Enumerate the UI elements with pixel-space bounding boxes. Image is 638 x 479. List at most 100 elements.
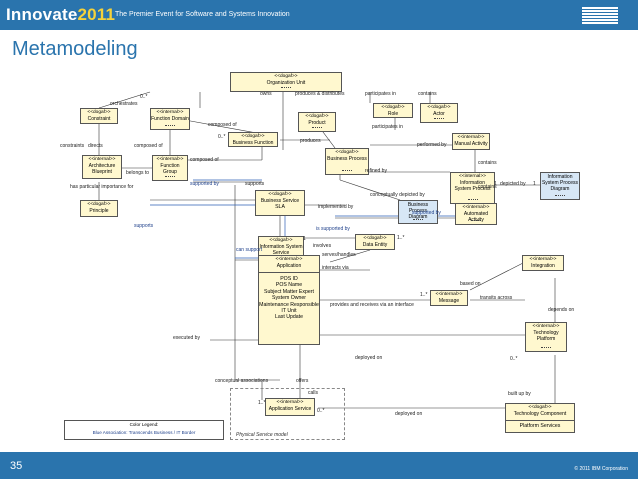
rel-label: orchestrates xyxy=(110,101,138,107)
rel-label: supported by xyxy=(412,210,441,216)
box-function-group[interactable]: <<internal>> Function Group xyxy=(152,155,188,181)
compartment-icon xyxy=(165,125,175,128)
stereotype-label: <<dogaf>> xyxy=(269,238,293,243)
rel-label: composed of xyxy=(208,122,237,128)
stereotype-label: <<internal>> xyxy=(276,400,304,405)
box-name: Business Function xyxy=(232,140,274,146)
box-integration[interactable]: <<internal>> Integration xyxy=(522,255,564,271)
compartment-icon xyxy=(555,195,565,198)
box-name: Organization Unit xyxy=(266,80,306,86)
box-name: Role xyxy=(387,111,399,117)
box-message[interactable]: <<internal>> Message xyxy=(430,290,468,306)
box-attribute: SLA xyxy=(275,204,285,210)
stereotype-label: <<internal>> xyxy=(459,174,486,179)
box-information-system-process[interactable]: <<internal>> Information System Process xyxy=(450,172,495,204)
box-technology-component[interactable]: <<dogaf>> Technology Component Platform … xyxy=(505,403,575,433)
stereotype-label: <<internal>> xyxy=(156,157,184,162)
rel-label: 0..* xyxy=(140,94,148,100)
rel-label: implemented by xyxy=(318,204,354,210)
compartment-icon xyxy=(471,220,481,223)
stereotype-label: <<dogaf>> xyxy=(87,202,111,207)
compartment-icon xyxy=(434,118,444,121)
box-principle[interactable]: <<dogaf>> Principle xyxy=(80,200,118,217)
box-name: Business Process xyxy=(327,156,367,162)
box-name: Information System Process xyxy=(454,180,491,192)
rel-label: contains xyxy=(478,184,497,190)
box-information-system-process-diagram[interactable]: Information System Process Diagram xyxy=(540,172,580,200)
rel-label: transits across xyxy=(480,295,513,301)
rel-label: participates in xyxy=(365,91,396,97)
stereotype-label: <<internal>> xyxy=(457,135,485,140)
compartment-icon xyxy=(281,87,291,90)
box-business-service[interactable]: <<dogaf>> Business Service SLA xyxy=(255,190,305,216)
rel-label: supports xyxy=(134,223,154,229)
rel-label: deployed on xyxy=(355,355,383,361)
box-name: Function Domain xyxy=(151,116,189,122)
rel-label: produces & distributes xyxy=(295,91,345,97)
compartment-icon xyxy=(467,199,478,202)
box-actor[interactable]: <<dogaf>> Actor xyxy=(420,103,458,123)
box-business-function[interactable]: <<dogaf>> Business Function xyxy=(228,132,278,147)
box-function-domain[interactable]: <<internal>> Function Domain xyxy=(150,108,190,130)
stereotype-label: <<internal>> xyxy=(532,324,560,329)
box-role[interactable]: <<dogaf>> Role xyxy=(373,103,413,118)
rel-label: involves xyxy=(313,243,332,249)
footer-bar: 35 © 2011 IBM Corporation xyxy=(0,452,638,479)
box-automated-activity[interactable]: <<internal>> Automated Activity xyxy=(455,203,497,225)
compartment-icon xyxy=(342,170,352,173)
box-name: Information System Process Diagram xyxy=(541,174,579,192)
rel-label: contains xyxy=(478,160,497,166)
rel-label: offers xyxy=(296,378,309,384)
attr-maintenance: Maintenance Responsible xyxy=(259,301,319,308)
compartment-icon xyxy=(312,127,322,130)
rel-label: composed of xyxy=(190,157,219,163)
box-business-process[interactable]: <<dogaf>> Business Process xyxy=(325,148,369,175)
attr-pos-id: POS ID xyxy=(280,276,298,282)
box-application-service[interactable]: <<internal>> Application Service xyxy=(265,398,315,416)
rel-label: serves/handles xyxy=(322,252,356,258)
attr-last-update: Last Update xyxy=(275,314,303,321)
box-information-system-service[interactable]: <<dogaf>> Information System Service xyxy=(258,236,304,258)
rel-label: 1..* xyxy=(258,400,266,406)
box-name: Business Process Diagram xyxy=(407,202,429,220)
stereotype-label: <<internal>> xyxy=(156,110,184,115)
rel-label: produces xyxy=(300,138,321,144)
legend-title: Color Legend: xyxy=(129,422,159,427)
rel-label: supported by xyxy=(190,181,219,187)
stereotype-label: <<internal>> xyxy=(435,292,463,297)
box-name: Manual Activity xyxy=(454,141,488,147)
stereotype-label: <<dogaf>> xyxy=(363,236,387,241)
box-business-process-diagram[interactable]: Business Process Diagram xyxy=(398,200,438,224)
rel-label: owns xyxy=(260,91,272,97)
box-name: Integration xyxy=(531,263,555,269)
rel-label: provides and receives via an interface xyxy=(330,302,414,308)
rel-label: depends on xyxy=(548,307,575,313)
box-application[interactable]: <<internal>> Application POS ID POS Name… xyxy=(258,255,320,345)
box-architecture-blueprint[interactable]: <<internal>> Architecture Blueprint xyxy=(82,155,122,179)
box-product[interactable]: <<dogaf>> Product xyxy=(298,112,336,132)
rel-label: 1..* xyxy=(420,292,428,298)
rel-label: can support xyxy=(236,247,263,253)
box-technology-platform[interactable]: <<internal>> Technology Platform xyxy=(525,322,567,352)
attr-sme: Subject Matter Expert xyxy=(264,288,314,295)
rel-label: conceptual associations xyxy=(215,378,269,384)
rel-label: 0..* xyxy=(510,356,518,362)
box-data-entity[interactable]: <<dogaf>> Data Entity xyxy=(355,234,395,250)
attr-it-unit: IT Unit xyxy=(281,308,297,315)
rel-label: has particular importance for xyxy=(70,184,134,190)
box-organization-unit[interactable]: <<dogaf>> Organization Unit xyxy=(230,72,342,92)
box-name: Principle xyxy=(89,208,109,214)
stereotype-label: <<dogaf>> xyxy=(335,150,359,155)
box-manual-activity[interactable]: <<internal>> Manual Activity xyxy=(452,133,490,150)
rel-label: belongs to xyxy=(126,170,150,176)
rel-label: composed of xyxy=(134,143,163,149)
box-name: Business Service xyxy=(260,198,300,204)
page-title: Metamodeling xyxy=(12,38,138,60)
stereotype-label: <<dogaf>> xyxy=(268,192,292,197)
ibm-logo-icon xyxy=(582,7,618,24)
box-name: Technology Component xyxy=(513,411,567,417)
rel-label: conceptually depicted by xyxy=(370,192,425,198)
box-constraint[interactable]: <<dogaf>> Constraint xyxy=(80,108,118,124)
rel-label: calls xyxy=(308,390,319,396)
